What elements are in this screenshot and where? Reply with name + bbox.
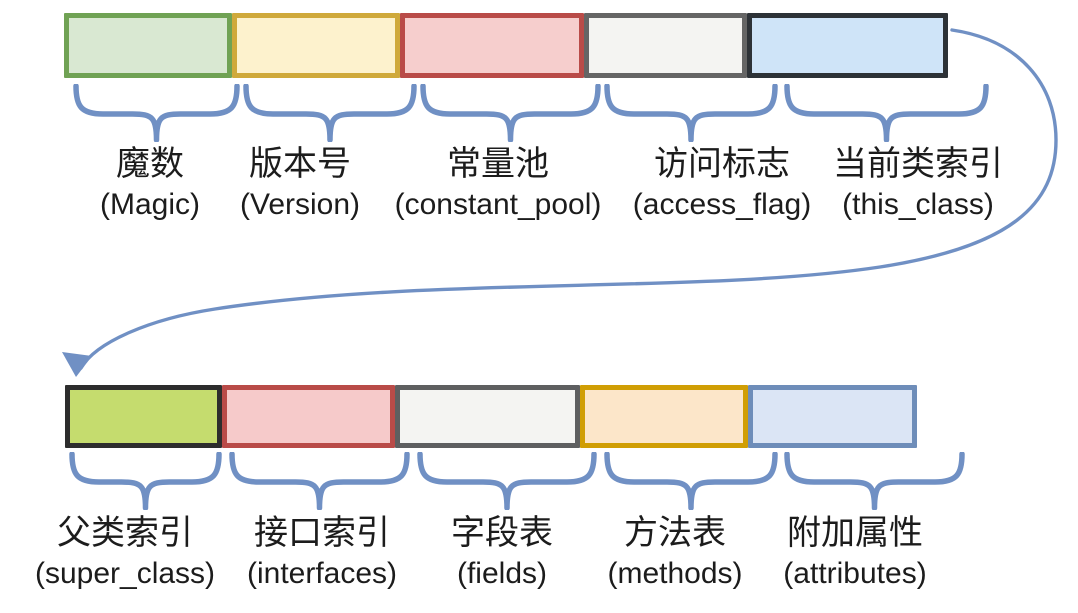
- label-this-class-zh: 当前类索引: [833, 145, 1003, 183]
- label-magic-en: (Magic): [99, 188, 201, 221]
- block-magic: [64, 13, 232, 78]
- label-methods: 方法表 (methods): [607, 512, 742, 594]
- label-attributes: 附加属性 (attributes): [783, 512, 926, 594]
- label-access-flag: 访问标志 (access_flag): [633, 143, 811, 225]
- underbrace-icon: [604, 83, 778, 143]
- block-this-class: [747, 13, 948, 78]
- block-constant-pool: [400, 13, 584, 78]
- label-super-class: 父类索引 (super_class): [35, 512, 215, 594]
- label-magic-zh: 魔数: [115, 145, 184, 183]
- label-super-class-en: (super_class): [34, 557, 216, 590]
- block-fields: [395, 385, 580, 448]
- underbrace-icon: [73, 83, 240, 143]
- underbrace-icon: [229, 451, 410, 511]
- label-this-class: 当前类索引 (this_class): [833, 143, 1003, 225]
- underbrace-icon: [243, 83, 417, 143]
- block-methods: [580, 385, 748, 448]
- label-this-class-en: (this_class): [842, 188, 994, 221]
- label-version-en: (Version): [239, 188, 361, 221]
- underbrace-icon: [784, 451, 965, 511]
- label-version: 版本号 (Version): [240, 143, 360, 225]
- block-access-flag: [584, 13, 747, 78]
- label-fields-zh: 字段表: [451, 514, 553, 552]
- label-version-zh: 版本号: [248, 145, 351, 183]
- label-constant-pool-en: (constant_pool): [394, 188, 602, 221]
- label-magic: 魔数 (Magic): [100, 143, 200, 225]
- label-methods-en: (methods): [607, 557, 743, 590]
- label-interfaces: 接口索引 (interfaces): [247, 512, 397, 594]
- label-constant-pool-zh: 常量池: [446, 145, 549, 183]
- label-constant-pool: 常量池 (constant_pool): [395, 143, 602, 225]
- arrowhead-icon: [62, 352, 92, 377]
- underbrace-icon: [417, 451, 597, 511]
- label-methods-zh: 方法表: [623, 514, 726, 552]
- underbrace-icon: [69, 451, 222, 511]
- underbrace-icon: [784, 83, 989, 143]
- label-access-flag-zh: 访问标志: [654, 145, 790, 183]
- block-version: [232, 13, 400, 78]
- label-interfaces-zh: 接口索引: [253, 514, 390, 552]
- block-super-class: [65, 385, 222, 448]
- label-access-flag-en: (access_flag): [632, 188, 812, 221]
- label-attributes-en: (attributes): [783, 557, 927, 590]
- label-interfaces-en: (interfaces): [246, 557, 398, 590]
- underbrace-icon: [420, 83, 601, 143]
- label-super-class-zh: 父类索引: [57, 514, 193, 552]
- label-fields: 字段表 (fields): [451, 512, 553, 594]
- label-attributes-zh: 附加属性: [786, 514, 923, 552]
- underbrace-icon: [604, 451, 778, 511]
- block-interfaces: [222, 385, 395, 448]
- block-attributes: [748, 385, 917, 448]
- label-fields-en: (fields): [456, 557, 547, 590]
